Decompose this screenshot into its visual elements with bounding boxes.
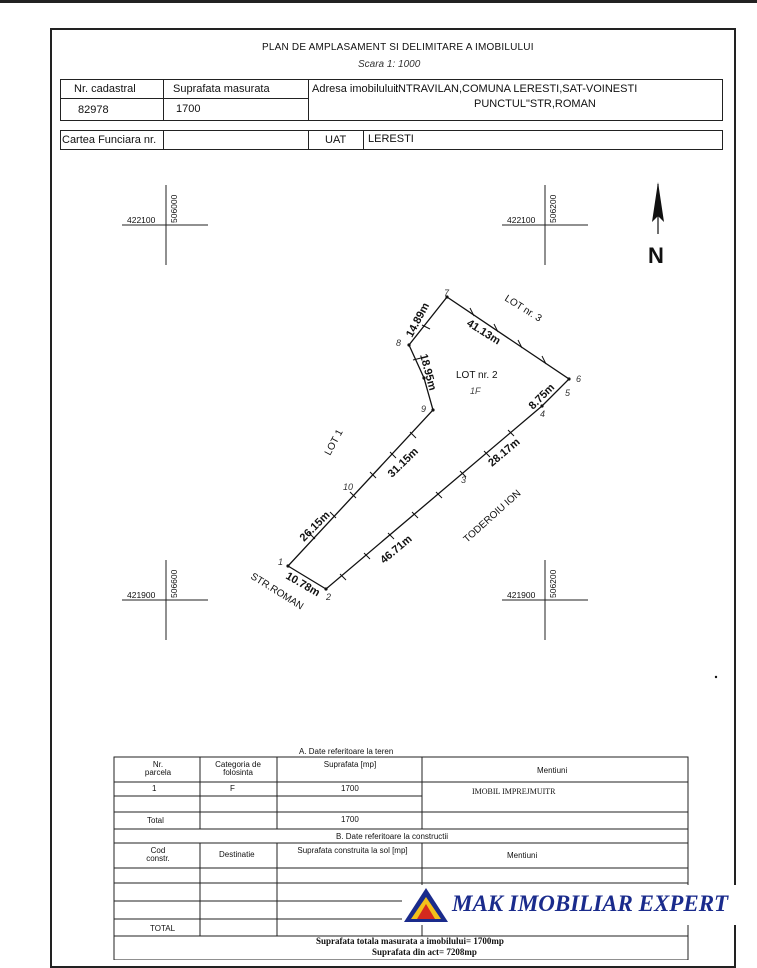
grid-crosses xyxy=(122,185,588,640)
adresa-line2: PUNCTUL"STR,ROMAN xyxy=(474,98,596,110)
grid-e-label: 421900 xyxy=(507,590,536,600)
point-number: 8 xyxy=(396,338,401,348)
grid-e-label: 421900 xyxy=(127,590,156,600)
plan-scale: Scara 1: 1000 xyxy=(358,59,421,70)
col-suprafata-constr: Suprafata construita la sol [mp] xyxy=(297,846,408,855)
suprafata-value: 1700 xyxy=(176,103,201,115)
grid-n-label: 506200 xyxy=(548,569,558,598)
point-number: 10 xyxy=(343,482,353,492)
grid-n-label: 506200 xyxy=(548,194,558,223)
section-b-title: B. Date referitoare la constructii xyxy=(336,832,449,841)
grid-n-label: 506600 xyxy=(169,569,179,598)
section-a-title: A. Date referitoare la teren xyxy=(299,747,394,756)
logo-triangle-icon xyxy=(404,888,448,922)
point-number: 3 xyxy=(461,475,466,485)
point-number: 4 xyxy=(540,409,545,419)
divider xyxy=(163,79,164,121)
adresa-label: Adresa imobilului: xyxy=(312,83,399,95)
col-cod-constr: Cod constr. xyxy=(146,846,170,863)
nr-cadastral-value: 82978 xyxy=(78,104,109,116)
point-number: 5 xyxy=(565,388,571,398)
boundary-points xyxy=(286,295,571,591)
divider xyxy=(163,130,164,150)
plan-title: PLAN DE AMPLASAMENT SI DELIMITARE A IMOB… xyxy=(262,42,534,53)
divider xyxy=(363,130,364,150)
col-destinatie: Destinatie xyxy=(219,850,255,859)
top-border-line xyxy=(0,0,757,3)
stray-dot xyxy=(714,675,718,679)
adresa-line1: INTRAVILAN,COMUNA LERESTI,SAT-VOINESTI xyxy=(395,83,638,95)
grid-e-label: 422100 xyxy=(507,215,536,225)
lot-2-label: LOT nr. 2 xyxy=(456,370,498,381)
divider xyxy=(308,130,309,150)
lot-2-category: 1F xyxy=(470,386,481,396)
total-value: 1700 xyxy=(341,815,359,824)
north-arrow-icon xyxy=(652,182,664,234)
total-label: Total xyxy=(147,816,164,825)
act-area-line: Suprafata din act= 7208mp xyxy=(372,947,477,957)
point-number: 9 xyxy=(421,404,426,414)
divider xyxy=(308,79,309,121)
row-nr: 1 xyxy=(152,784,157,793)
north-label: N xyxy=(648,243,664,268)
row-category: F xyxy=(230,784,235,793)
info-table xyxy=(60,79,723,121)
carte-funciara-label: Cartea Funciara nr. xyxy=(62,134,157,146)
point-number: 7 xyxy=(444,288,450,298)
total-area-line: Suprafata totala masurata a imobilului= … xyxy=(316,936,504,946)
carte-funciara-table xyxy=(60,130,723,150)
site-plan-drawing: 422100 506000 422100 506200 421900 50660… xyxy=(122,182,718,679)
point-number: 6 xyxy=(576,374,581,384)
point-number: 1 xyxy=(278,557,283,567)
nr-cadastral-label: Nr. cadastral xyxy=(74,83,136,95)
col-categoria: Categoria de folosinta xyxy=(215,760,261,777)
total-b-label: TOTAL xyxy=(150,924,176,933)
divider xyxy=(60,98,309,99)
col-suprafata: Suprafata [mp] xyxy=(323,760,377,769)
col-nr-parcela: Nr. parcela xyxy=(144,760,172,777)
point-number: 2 xyxy=(325,592,331,602)
row-mentiuni: IMOBIL IMPREJMUITR xyxy=(472,787,556,796)
suprafata-label: Suprafata masurata xyxy=(173,83,270,95)
logo-name: MAK IMOBILIAR EXPERT xyxy=(452,891,729,916)
col-mentiuni: Mentiuni xyxy=(537,766,568,775)
grid-e-label: 422100 xyxy=(127,215,156,225)
col-mentiuni-b: Mentiuni xyxy=(507,851,538,860)
uat-value: LERESTI xyxy=(368,133,414,145)
fence-ticks xyxy=(308,307,547,581)
row-suprafata: 1700 xyxy=(341,784,359,793)
uat-label: UAT xyxy=(325,134,347,146)
watermark-logo: MAK IMOBILIAR EXPERT xyxy=(402,885,752,925)
grid-n-label: 506000 xyxy=(169,194,179,223)
